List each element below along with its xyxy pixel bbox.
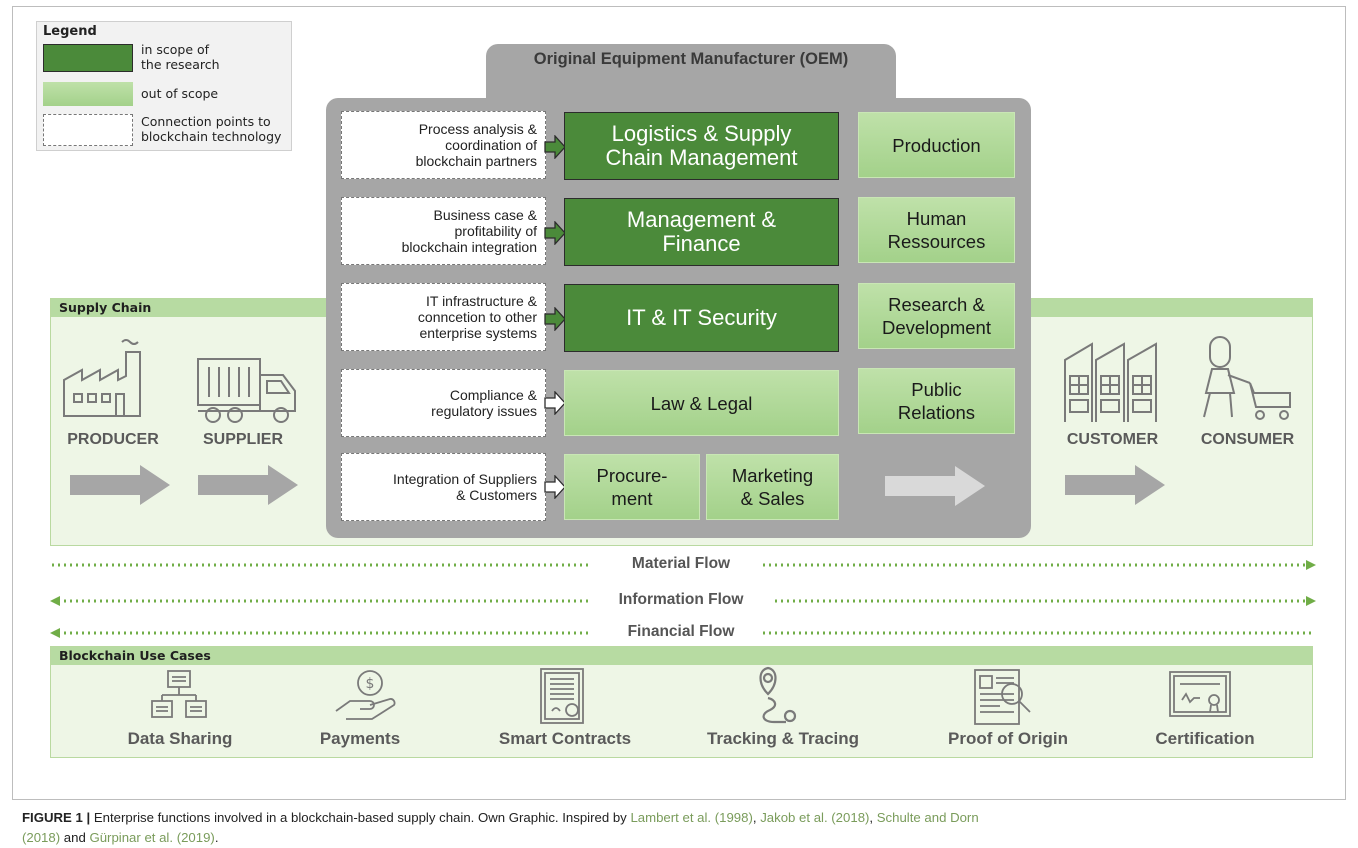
legend-swatch-out-scope [43,82,133,106]
box-production: Production [858,112,1015,178]
box-it-security: IT & IT Security [564,284,839,352]
legend-title: Legend [43,24,97,39]
connector-arrow-4 [544,391,566,415]
connection-box-integration: Integration of Suppliers& Customers [341,453,546,521]
connection-box-compliance: Compliance &regulatory issues [341,369,546,437]
box-management-finance: Management &Finance [564,198,839,266]
citation-schulte-dorn-year[interactable]: (2018) [22,830,61,845]
oem-flow-arrow [885,466,985,506]
factory-icon [63,339,141,417]
legend-swatch-in-scope [43,44,133,72]
connector-arrow-5 [544,475,566,499]
flow-material: Material Flow [600,555,762,573]
tracking-icon [759,666,797,724]
use-case-data-sharing: Data Sharing [127,729,233,748]
use-case-proof-of-origin: Proof of Origin [948,729,1068,748]
actor-supplier: SUPPLIER [202,431,283,448]
connector-arrow-3 [544,307,566,331]
oem-title: Original Equipment Manufacturer (OEM) [533,50,849,68]
proof-of-origin-icon [974,669,1031,725]
producer-arrow [70,465,170,505]
use-cases-title: Blockchain Use Cases [51,647,1312,665]
box-procurement: Procure-ment [564,454,700,520]
box-law-legal: Law & Legal [564,370,839,436]
legend-label-out-scope: out of scope [141,86,219,101]
svg-text:$: $ [366,676,375,692]
supplier-arrow [198,465,298,505]
citation-schulte-dorn[interactable]: Schulte and Dorn [876,810,979,825]
flow-information: Information Flow [590,591,772,609]
figure-frame [12,6,1346,800]
certificate-icon [1169,671,1231,717]
legend-swatch-connection [43,114,133,146]
actor-customer: CUSTOMER [1066,431,1159,448]
connector-arrow-2 [544,221,566,245]
use-case-certification: Certification [1155,729,1255,748]
caption-label: FIGURE 1 | [22,810,91,825]
citation-gurpinar[interactable]: Gürpinar et al. (2019) [89,830,215,845]
box-research-development: Research &Development [858,283,1015,349]
payments-icon: $ [335,670,396,720]
use-case-tracking-tracing: Tracking & Tracing [706,729,860,748]
actor-consumer: CONSUMER [1200,431,1295,448]
connector-arrow-1 [544,135,566,159]
actor-producer: PRODUCER [67,431,159,448]
citation-lambert[interactable]: Lambert et al. (1998) [630,810,753,825]
figure-caption: FIGURE 1 | Enterprise functions involved… [22,810,979,845]
use-cases-band: Blockchain Use Cases [50,646,1313,758]
flows-lines [50,560,1316,638]
smart-contract-icon [540,668,584,724]
box-marketing-sales: Marketing& Sales [706,454,839,520]
use-case-payments: Payments [319,729,401,748]
data-sharing-icon [151,670,207,718]
consumer-icon [1203,336,1291,420]
citation-jakob[interactable]: Jakob et al. (2018) [760,810,870,825]
use-case-smart-contracts: Smart Contracts [498,729,632,748]
flow-financial: Financial Flow [600,623,762,641]
customer-arrow [1065,465,1165,505]
buildings-icon [1064,342,1157,422]
truck-icon [197,358,296,423]
